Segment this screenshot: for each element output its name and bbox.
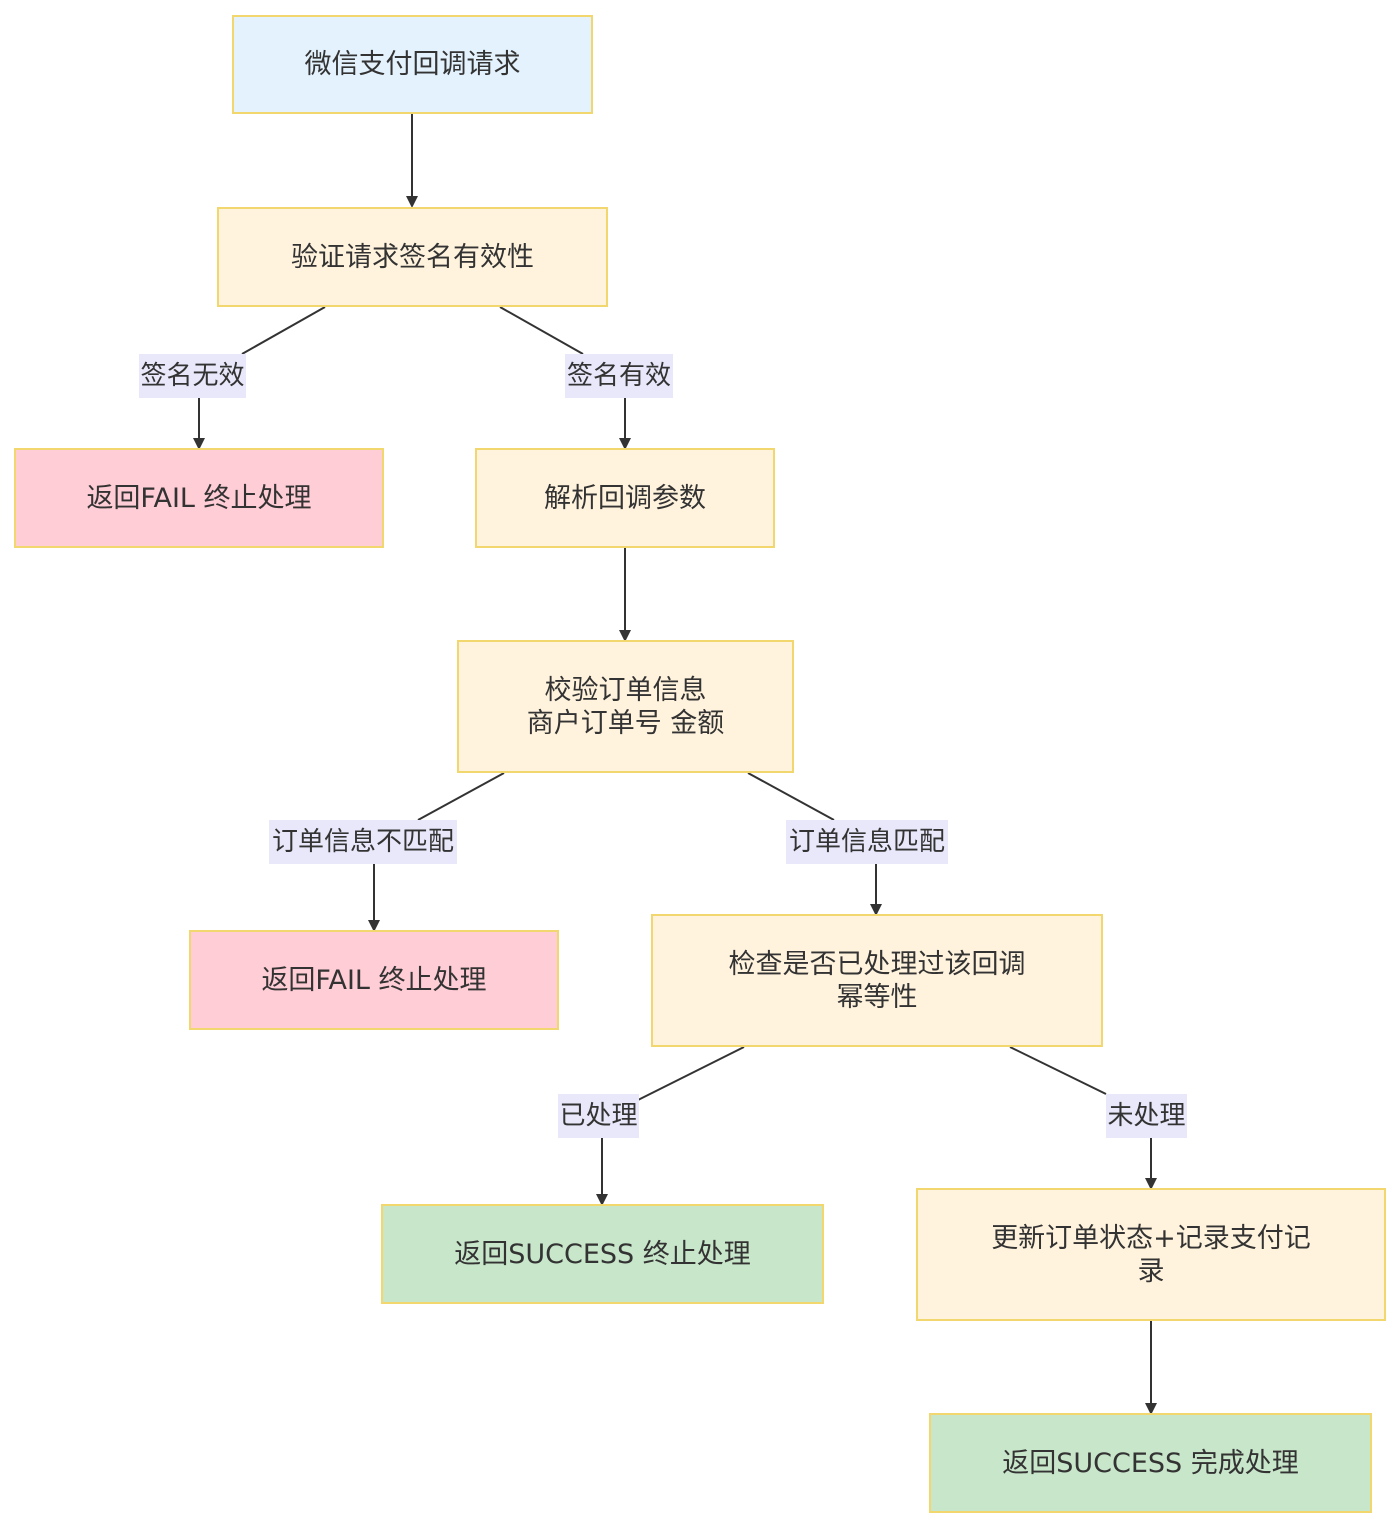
node-label: 检查是否已处理过该回调 幂等性: [728, 948, 1026, 1013]
node-check-order-info: 校验订单信息 商户订单号 金额: [457, 640, 794, 773]
node-return-success-processed: 返回SUCCESS 终止处理: [381, 1204, 824, 1304]
node-update-order-status: 更新订单状态+记录支付记 录: [916, 1188, 1386, 1321]
node-parse-callback-params: 解析回调参数: [475, 448, 775, 548]
edge-label-already-processed: 已处理: [558, 1094, 639, 1138]
edge-verify-to-invalid-label: [241, 306, 326, 355]
node-return-fail-order: 返回FAIL 终止处理: [189, 930, 559, 1030]
node-label: 验证请求签名有效性: [291, 241, 534, 273]
node-label: 微信支付回调请求: [304, 49, 521, 80]
node-label: 更新订单状态+记录支付记 录: [991, 1222, 1311, 1287]
node-check-idempotency: 检查是否已处理过该回调 幂等性: [651, 914, 1103, 1047]
node-label: 返回FAIL 终止处理: [86, 482, 312, 514]
edge-label-signature-valid: 签名有效: [565, 354, 673, 398]
node-label: 返回FAIL 终止处理: [261, 964, 487, 996]
edge-idempotent-to-unprocessed-label: [1009, 1046, 1107, 1095]
edge-label-signature-invalid: 签名无效: [139, 354, 246, 398]
node-verify-signature: 验证请求签名有效性: [217, 207, 608, 307]
edge-label-order-match: 订单信息匹配: [786, 820, 948, 864]
node-payment-callback-request: 微信支付回调请求: [232, 15, 593, 114]
node-label: 返回SUCCESS 完成处理: [1002, 1447, 1299, 1479]
node-label: 解析回调参数: [544, 482, 706, 514]
node-label: 返回SUCCESS 终止处理: [454, 1238, 751, 1270]
edge-label-not-processed: 未处理: [1106, 1094, 1187, 1138]
edge-label-order-mismatch: 订单信息不匹配: [269, 820, 457, 864]
edge-idempotent-to-processed-label: [637, 1046, 745, 1101]
edge-check-to-mismatch-label: [417, 772, 505, 821]
node-label: 校验订单信息 商户订单号 金额: [526, 674, 725, 739]
edge-verify-to-valid-label: [499, 306, 584, 355]
edge-check-to-match-label: [747, 772, 835, 821]
node-return-success-done: 返回SUCCESS 完成处理: [929, 1413, 1372, 1513]
node-return-fail-signature: 返回FAIL 终止处理: [14, 448, 384, 548]
